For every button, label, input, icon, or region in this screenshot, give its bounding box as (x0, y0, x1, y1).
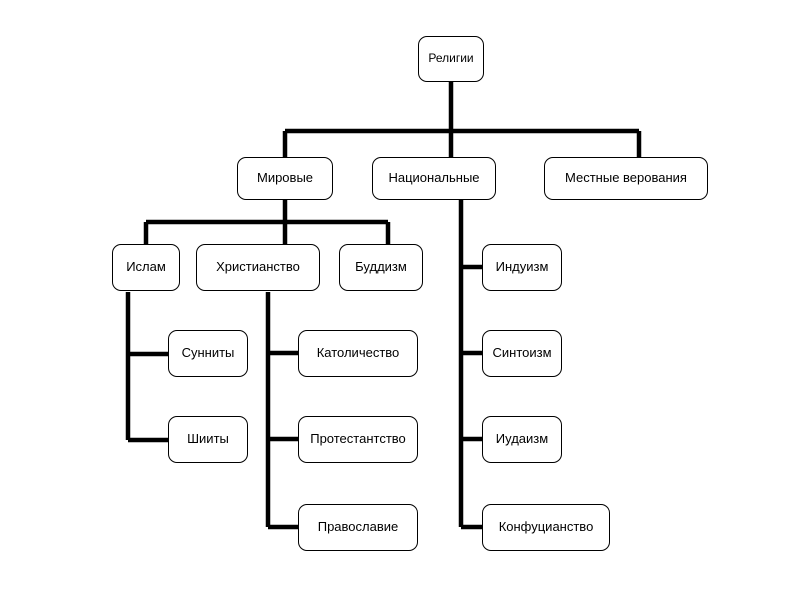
node-world-religions[interactable]: Мировые (237, 157, 333, 200)
node-label: Индуизм (495, 259, 549, 275)
node-local-beliefs[interactable]: Местные верования (544, 157, 708, 200)
node-label: Конфуцианство (498, 519, 594, 535)
node-sunni[interactable]: Сунниты (168, 330, 248, 377)
node-christianity[interactable]: Христианство (196, 244, 320, 291)
node-label: Христианство (216, 259, 300, 275)
node-confucianism[interactable]: Конфуцианство (482, 504, 610, 551)
node-religions-root[interactable]: Религии (418, 36, 484, 82)
node-buddhism[interactable]: Буддизм (339, 244, 423, 291)
node-judaism[interactable]: Иудаизм (482, 416, 562, 463)
node-shia[interactable]: Шииты (168, 416, 248, 463)
node-label: Религии (428, 51, 474, 66)
node-label: Мировые (256, 170, 314, 186)
node-shinto[interactable]: Синтоизм (482, 330, 562, 377)
node-label: Местные верования (565, 170, 687, 186)
node-hinduism[interactable]: Индуизм (482, 244, 562, 291)
node-label: Ислам (126, 259, 166, 275)
node-protestantism[interactable]: Протестантство (298, 416, 418, 463)
node-islam[interactable]: Ислам (112, 244, 180, 291)
node-label: Иудаизм (495, 431, 549, 447)
node-label: Буддизм (355, 259, 407, 275)
node-label: Сунниты (181, 345, 235, 361)
node-label: Протестантство (310, 431, 406, 447)
node-label: Национальные (388, 170, 480, 186)
node-label: Синтоизм (492, 345, 552, 361)
node-label: Шииты (187, 431, 229, 447)
node-label: Православие (317, 519, 399, 535)
node-national-religions[interactable]: Национальные (372, 157, 496, 200)
node-orthodoxy[interactable]: Православие (298, 504, 418, 551)
node-label: Католичество (316, 345, 400, 361)
node-catholicism[interactable]: Католичество (298, 330, 418, 377)
